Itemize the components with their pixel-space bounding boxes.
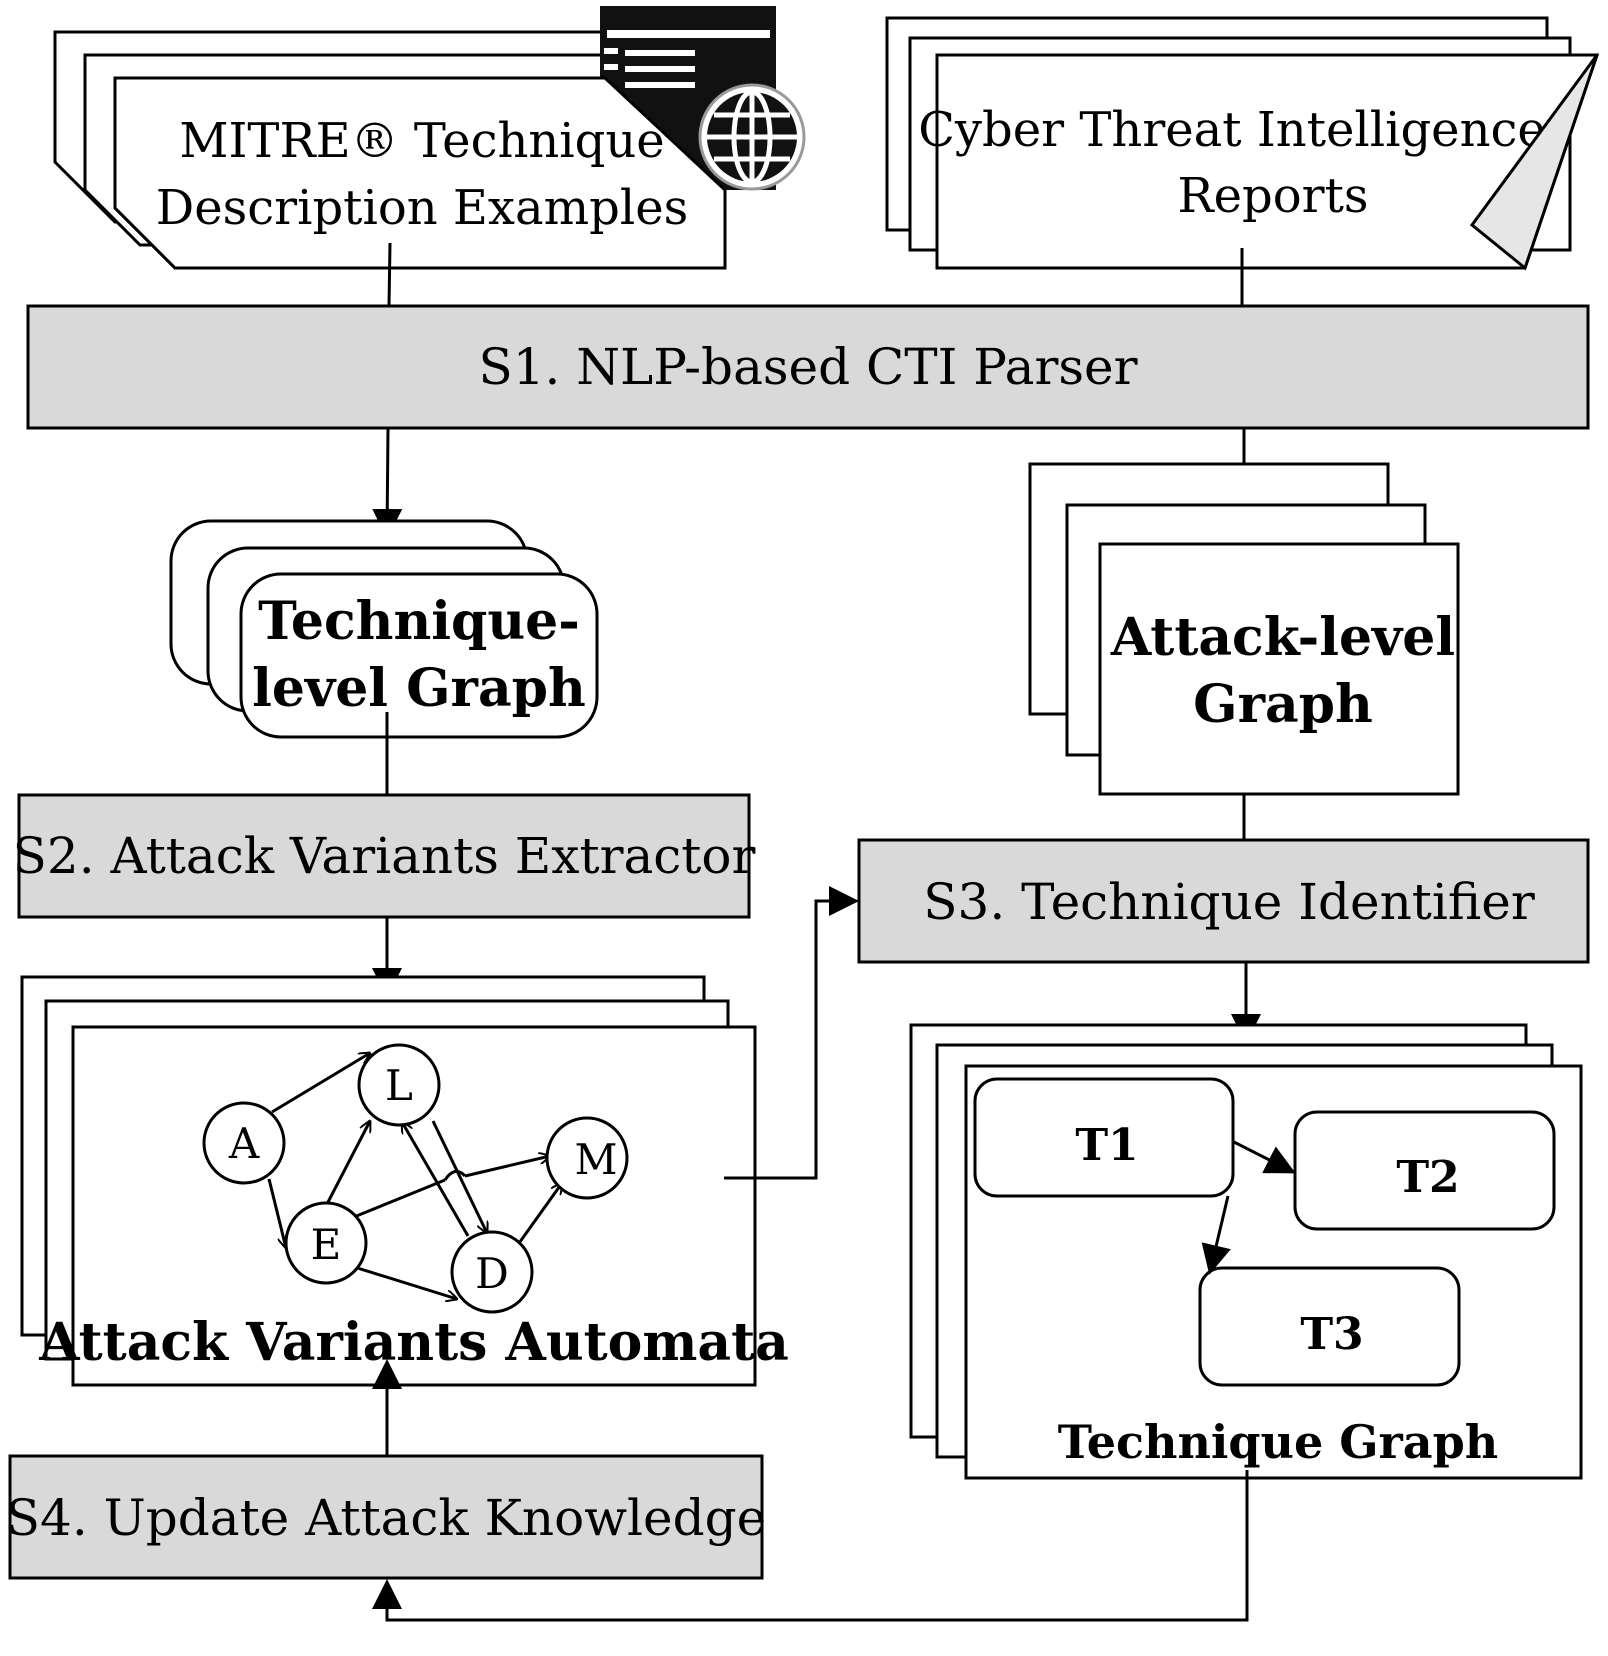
automata-label: Attack Variants Automata xyxy=(38,1312,789,1373)
svg-text:L: L xyxy=(385,1061,413,1110)
stage-s3-label: S3. Technique Identifier xyxy=(923,873,1535,931)
connector-mitre-s1 xyxy=(387,242,392,307)
automata-node-a: A xyxy=(202,1101,286,1185)
attack-level-graph-stack xyxy=(1028,462,1460,796)
attack-level-graph-line2: Graph xyxy=(1193,674,1373,735)
mitre-label-line2: Description Examples xyxy=(156,180,689,236)
svg-text:T3: T3 xyxy=(1300,1309,1363,1360)
technique-graph-label: Technique Graph xyxy=(1058,1415,1498,1469)
edge-t1-t2 xyxy=(1233,1140,1296,1174)
stage-s4-label: S4. Update Attack Knowledge xyxy=(6,1489,766,1547)
attack-level-graph-line1: Attack-level xyxy=(1110,607,1455,668)
technique-node-t1: T1 xyxy=(973,1077,1235,1198)
stage-s4-box xyxy=(8,1454,764,1580)
stage-s1-box xyxy=(26,304,1590,430)
technique-level-graph-line2: level Graph xyxy=(252,658,586,719)
arrow-automata-s3 xyxy=(724,886,859,1180)
svg-text:T1: T1 xyxy=(1075,1120,1138,1171)
automata-edges xyxy=(267,1053,562,1299)
automata-node-m: M xyxy=(545,1116,629,1200)
stage-s1-label: S1. NLP-based CTI Parser xyxy=(478,338,1137,396)
svg-text:A: A xyxy=(228,1119,260,1168)
mitre-label-line1: MITRE® Technique xyxy=(179,113,664,169)
svg-text:T2: T2 xyxy=(1396,1152,1459,1203)
technique-node-t3: T3 xyxy=(1198,1266,1461,1387)
page-fold-icon xyxy=(1469,54,1599,271)
svg-text:E: E xyxy=(311,1220,342,1269)
edge-t1-t3 xyxy=(1201,1195,1231,1275)
automata-node-d: D xyxy=(450,1230,534,1314)
svg-text:M: M xyxy=(574,1135,617,1184)
stage-s2-box xyxy=(17,793,751,919)
arrow-technique-graph-s4 xyxy=(372,1470,1249,1622)
cti-label-line1: Cyber Threat Intelligence xyxy=(918,102,1546,158)
arrow-s1-technique-level xyxy=(372,427,403,539)
web-globe-icon xyxy=(600,6,806,191)
mitre-front-document xyxy=(113,76,727,270)
automata-node-l: L xyxy=(357,1043,441,1127)
technique-level-graph-line1: Technique- xyxy=(258,591,580,652)
cti-report-stack xyxy=(885,16,1600,270)
automata-node-e: E xyxy=(284,1201,368,1285)
cti-label-line2: Reports xyxy=(1177,168,1368,224)
stage-s3-box xyxy=(857,838,1590,964)
technique-level-graph-stack xyxy=(169,519,599,739)
stage-s2-label: S2. Attack Variants Extractor xyxy=(13,827,756,885)
svg-text:D: D xyxy=(475,1249,509,1298)
technique-node-t2: T2 xyxy=(1293,1110,1556,1231)
